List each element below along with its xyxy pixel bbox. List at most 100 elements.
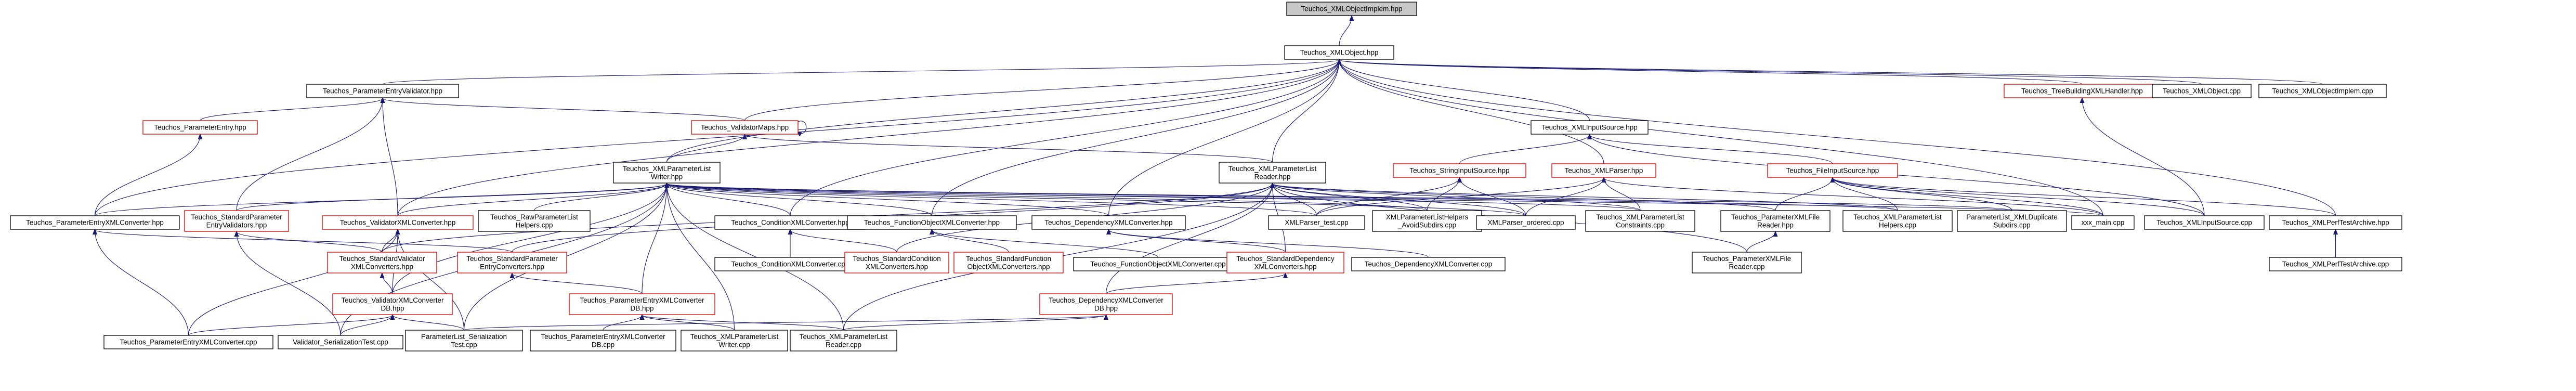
edge-valxmlconvdb-to-plwriter: [392, 184, 667, 294]
node-label: Reader.cpp: [826, 341, 861, 348]
node-xmlparsertest[interactable]: XMLParser_test.cpp: [1268, 215, 1365, 230]
node-plhelpersavoid[interactable]: XMLParameterListHelpers_AvoidSubdirs.cpp: [1372, 210, 1482, 232]
node-xmlparser[interactable]: Teuchos_XMLParser.hpp: [1551, 163, 1656, 178]
node-label: Teuchos_StringInputSource.hpp: [1409, 167, 1509, 175]
edge-plreader-to-xmlobj: [1272, 60, 1340, 163]
node-stdfuncconv[interactable]: Teuchos_StandardFunctionObjectXMLConvert…: [953, 252, 1064, 273]
edge-funcxmlconv-to-plwriter: [667, 184, 933, 216]
node-depxmlconvcpp[interactable]: Teuchos_DependencyXMLConverter.cpp: [1351, 257, 1506, 271]
edge-pexmlconvdb-to-plwriter: [642, 184, 667, 294]
edge-plsertest-to-depxmlconvdb: [463, 315, 1106, 331]
node-label: Teuchos_XMLParameterList: [1853, 213, 1942, 221]
node-depxmlconv[interactable]: Teuchos_DependencyXMLConverter.hpp: [1031, 215, 1186, 230]
node-xmlparserord[interactable]: XMLParser_ordered.cpp: [1476, 215, 1576, 230]
node-box: [1039, 293, 1173, 315]
node-pe[interactable]: Teuchos_ParameterEntry.hpp: [142, 120, 258, 135]
node-label: Teuchos_XMLPerfTestArchive.cpp: [2282, 260, 2389, 268]
edge-xmlparserord-to-strinput: [1460, 178, 1526, 216]
node-condxmlconvcpp[interactable]: Teuchos_ConditionXMLConverter.cpp: [714, 257, 866, 271]
node-strinput[interactable]: Teuchos_StringInputSource.hpp: [1393, 163, 1526, 178]
node-xxxmain[interactable]: xxx_main.cpp: [2071, 215, 2135, 230]
node-box: [1226, 252, 1344, 273]
node-pexmlconv[interactable]: Teuchos_ParameterEntryXMLConverter.hpp: [10, 215, 180, 230]
edge-depxmlconvdb-to-stddepconv: [1105, 273, 1286, 294]
edge-funcxmlconv-to-xmlobj: [931, 60, 1340, 216]
node-plsertest[interactable]: ParameterList_SerializationTest.cpp: [405, 330, 523, 351]
edge-depxmlconv-to-plwriter: [667, 184, 1109, 216]
node-label: Teuchos_DependencyXMLConverter: [1049, 296, 1163, 304]
node-box: [1268, 215, 1365, 230]
edge-vmaps-to-xmlobj: [744, 60, 1340, 121]
node-xmlobjcpp[interactable]: Teuchos_XMLObject.cpp: [2152, 84, 2252, 98]
node-box: [714, 215, 866, 230]
node-fileinput[interactable]: Teuchos_FileInputSource.hpp: [1767, 163, 1898, 178]
node-pev[interactable]: Teuchos_ParameterEntryValidator.hpp: [306, 84, 459, 98]
node-stdvalidconv[interactable]: Teuchos_StandardValidatorXMLConverters.h…: [327, 252, 437, 273]
node-box: [530, 330, 676, 351]
node-xmlperfhpp[interactable]: Teuchos_XMLPerfTestArchive.hpp: [2269, 215, 2402, 230]
edge-xmlparserord-to-plreader: [1273, 184, 1526, 216]
edge-valxmlconv-to-plwriter: [397, 184, 667, 216]
edge-plwritercpp-to-pexmlconvdb: [642, 315, 735, 331]
node-xmlinput[interactable]: Teuchos_XMLInputSource.hpp: [1531, 120, 1649, 135]
node-valsertest[interactable]: Validator_SerializationTest.cpp: [278, 335, 403, 349]
node-label: Constraints.cpp: [1616, 221, 1665, 229]
edge-stdfuncconv-to-funcxmlconv: [932, 230, 1009, 253]
node-xmlobjimplcpp[interactable]: Teuchos_XMLObjectImplem.cpp: [2258, 84, 2387, 98]
node-label: Teuchos_XMLParameterList: [690, 333, 779, 341]
node-tbxml[interactable]: Teuchos_TreeBuildingXMLHandler.hpp: [2004, 84, 2161, 98]
node-stdpeconv[interactable]: Teuchos_StandardParameterEntryConverters…: [457, 252, 567, 273]
node-valxmlconv[interactable]: Teuchos_ValidatorXMLConverter.hpp: [322, 215, 474, 230]
edge-valxmlconv-to-xmlobj: [397, 60, 1339, 216]
node-xmlinputcpp[interactable]: Teuchos_XMLInputSource.cpp: [2144, 215, 2265, 230]
node-xmlperfcpp[interactable]: Teuchos_XMLPerfTestArchive.cpp: [2269, 257, 2402, 271]
graph-nodes: Teuchos_XMLObjectImplem.hppTeuchos_XMLOb…: [10, 2, 2402, 351]
edge-pexmlconv-to-pe: [94, 135, 201, 216]
node-label: XMLParser_test.cpp: [1285, 219, 1348, 227]
node-box: [1692, 252, 1802, 273]
node-pexmlconvcpp[interactable]: Teuchos_ParameterEntryXMLConverter.cpp: [103, 335, 273, 349]
node-label: ObjectXMLConverters.hpp: [967, 263, 1050, 270]
node-stdcondconv[interactable]: Teuchos_StandardConditionXMLConverters.h…: [844, 252, 949, 273]
node-label: Teuchos_ParameterEntry.hpp: [154, 124, 246, 132]
node-label: Teuchos_ParameterXMLFile: [1703, 255, 1791, 263]
node-stddepconv[interactable]: Teuchos_StandardDependencyXMLConverters.…: [1226, 252, 1344, 273]
node-label: Teuchos_XMLParameterList: [623, 165, 711, 173]
node-condxmlconv[interactable]: Teuchos_ConditionXMLConverter.hpp: [714, 215, 866, 230]
edge-xmlobj-to-implem: [1339, 16, 1352, 46]
node-box: [1372, 210, 1482, 232]
node-box: [790, 330, 897, 351]
edge-pxmlfilereader-to-plreader: [1273, 184, 1776, 211]
node-label: EntryConverters.hpp: [480, 263, 544, 270]
edge-depxmlconvdb-to-plreader: [1105, 184, 1273, 294]
node-funcxmlconv[interactable]: Teuchos_FunctionObjectXMLConverter.hpp: [847, 215, 1017, 230]
node-vmaps[interactable]: Teuchos_ValidatorMaps.hpp: [691, 120, 799, 135]
node-box: [322, 215, 474, 230]
node-plhelperscpp[interactable]: Teuchos_XMLParameterListHelpers.cpp: [1842, 210, 1953, 232]
node-label: Teuchos_StandardCondition: [853, 255, 941, 263]
edge-pxmlfilereadercpp-to-pxmlfilereader: [1746, 232, 1775, 253]
node-box: [847, 215, 1017, 230]
node-label: Teuchos_ParameterEntryXMLConverter.cpp: [120, 338, 257, 346]
node-label: Teuchos_ParameterEntryXMLConverter: [580, 296, 704, 304]
node-xmlobj[interactable]: Teuchos_XMLObject.hpp: [1284, 45, 1394, 60]
node-funcxmlconvcpp[interactable]: Teuchos_FunctionObjectXMLConverter.cpp: [1073, 257, 1243, 271]
node-stdpevalid[interactable]: Teuchos_StandardParameterEntryValidators…: [184, 210, 289, 232]
node-label: Helpers.cpp: [515, 221, 553, 229]
node-box: [184, 210, 289, 232]
edge-xmlparsertest-to-xmlparser: [1316, 178, 1604, 216]
edge-xmlparserord-to-xmlparser: [1525, 178, 1604, 216]
